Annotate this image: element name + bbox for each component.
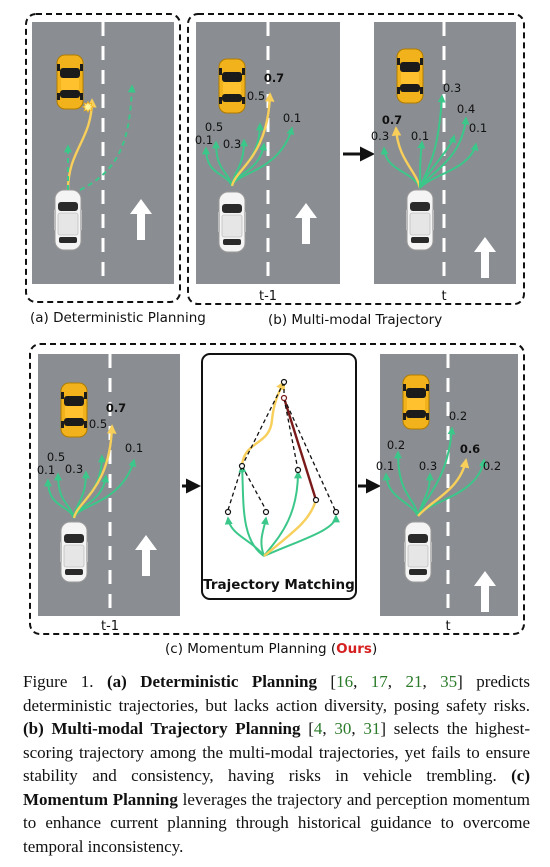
score-c-prev-1: 0.5 — [89, 417, 107, 431]
label-a: (a) Deterministic Planning — [30, 310, 206, 326]
score-c-prev-3: 0.1 — [37, 463, 55, 477]
label-t-minus-1-b: t-1 — [259, 289, 277, 304]
score-b-curr-1: 0.7 — [382, 113, 402, 127]
svg-text:✸: ✸ — [82, 100, 94, 116]
score-c-prev-5: 0.1 — [125, 441, 143, 455]
matching-title: Trajectory Matching — [203, 577, 355, 593]
score-b-prev-2: 0.5 — [205, 120, 223, 134]
score-b-curr-4: 0.1 — [411, 129, 429, 143]
score-c-prev-2: 0.5 — [47, 450, 65, 464]
score-c-curr-3: 0.1 — [376, 459, 394, 473]
figure-1: ✸ (a) Deterministic Planning 0.7 0.5 0.5… — [25, 13, 525, 657]
score-b-curr-5: 0.1 — [469, 121, 487, 135]
score-b-curr-0: 0.3 — [443, 81, 461, 95]
score-b-prev-4: 0.3 — [223, 137, 241, 151]
score-c-curr-5: 0.2 — [483, 459, 501, 473]
score-c-prev-4: 0.3 — [65, 462, 83, 476]
score-c-prev-0: 0.7 — [106, 401, 126, 415]
score-b-prev-0: 0.7 — [264, 71, 284, 85]
panel-b-border — [187, 13, 525, 305]
label-b: (b) Multi-modal Trajectory — [268, 312, 442, 328]
label-c: (c) Momentum Planning (Ours) — [165, 641, 377, 657]
matching-tree — [224, 378, 340, 557]
score-b-curr-3: 0.3 — [371, 129, 389, 143]
score-c-curr-1: 0.2 — [387, 438, 405, 452]
score-c-curr-4: 0.3 — [419, 459, 437, 473]
panel-c-border — [29, 343, 525, 635]
trajectory-matching-box — [201, 353, 357, 600]
label-ours: Ours — [336, 641, 372, 657]
score-b-prev-1: 0.5 — [247, 89, 265, 103]
figure-caption: Figure 1. (a) Deterministic Planning [16… — [23, 672, 531, 856]
label-t-b: t — [441, 289, 446, 304]
panel-a-border — [25, 13, 181, 303]
score-b-curr-2: 0.4 — [457, 102, 475, 116]
label-t-minus-1-c: t-1 — [101, 619, 119, 634]
score-c-curr-2: 0.6 — [460, 442, 480, 456]
label-t-c: t — [445, 619, 450, 634]
score-b-prev-5: 0.1 — [283, 111, 301, 125]
score-c-curr-0: 0.2 — [449, 409, 467, 423]
score-b-prev-3: 0.1 — [195, 133, 213, 147]
